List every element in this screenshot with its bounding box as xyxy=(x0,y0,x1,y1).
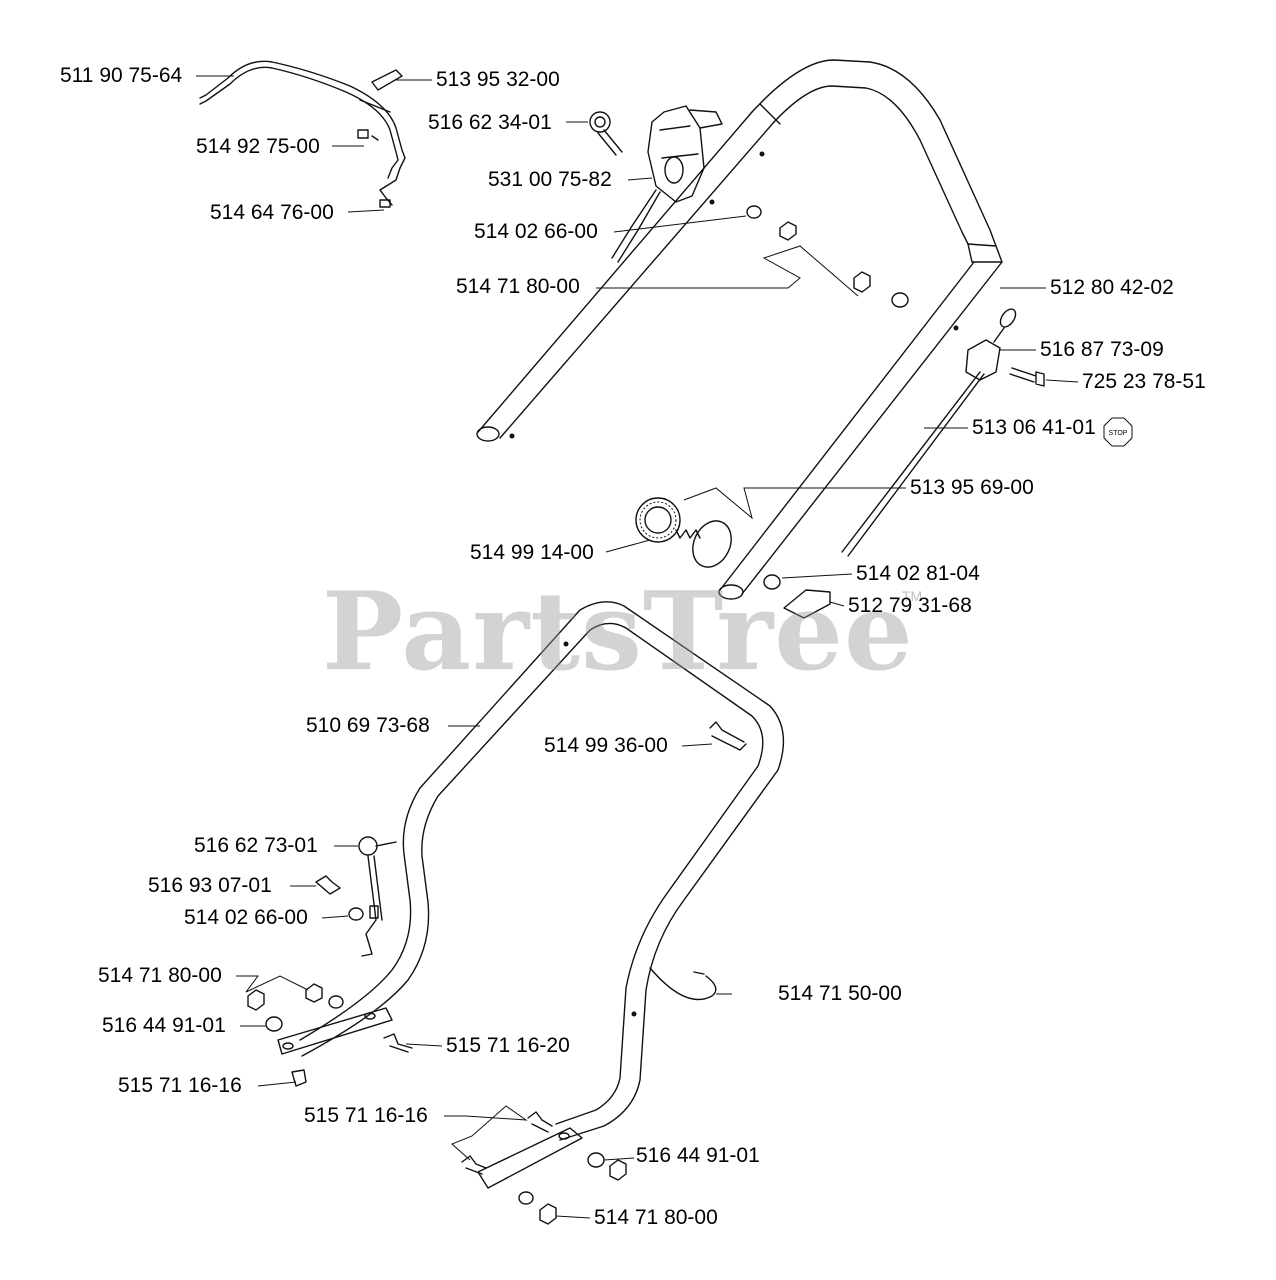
part-label[interactable]: 514 02 81-04 xyxy=(856,562,980,585)
part-label[interactable]: 514 99 36-00 xyxy=(544,734,668,757)
part-label[interactable]: 514 71 80-00 xyxy=(456,275,580,298)
carriage-bolt-part xyxy=(291,1069,307,1087)
spring-part xyxy=(675,529,701,539)
part-label[interactable]: 516 87 73-09 xyxy=(1040,338,1164,361)
carriage-bolt-part xyxy=(383,1033,413,1053)
grip-part xyxy=(371,69,403,91)
part-label[interactable]: 516 44 91-01 xyxy=(102,1014,226,1037)
handle-bracket-part xyxy=(477,1127,583,1189)
carriage-bolt-part xyxy=(461,1155,487,1175)
part-label[interactable]: 514 71 50-00 xyxy=(778,982,902,1005)
washer-part xyxy=(587,1152,605,1168)
part-label[interactable]: 514 02 66-00 xyxy=(474,220,598,243)
handle-bracket-part xyxy=(277,1007,393,1055)
leader-lines xyxy=(196,75,1079,1219)
rod-part xyxy=(358,836,397,957)
part-label[interactable]: 515 71 16-20 xyxy=(446,1034,570,1057)
part-label[interactable]: 514 99 14-00 xyxy=(470,541,594,564)
nut-part xyxy=(305,983,323,1003)
washer-part xyxy=(891,292,909,308)
nut-part xyxy=(779,221,797,241)
part-label[interactable]: 515 71 16-16 xyxy=(118,1074,242,1097)
upper-handle-part xyxy=(476,59,1003,600)
part-label[interactable]: 514 92 75-00 xyxy=(196,135,320,158)
screw-part xyxy=(1009,367,1045,387)
bolt-part xyxy=(315,875,341,895)
part-label[interactable]: 514 71 80-00 xyxy=(98,964,222,987)
part-label[interactable]: 725 23 78-51 xyxy=(1082,370,1206,393)
bolt-part xyxy=(709,721,747,751)
washer-part xyxy=(518,1191,534,1205)
stop-badge: STOP xyxy=(1103,417,1133,447)
part-label[interactable]: 516 44 91-01 xyxy=(636,1144,760,1167)
part-label[interactable]: 516 62 73-01 xyxy=(194,834,318,857)
part-label[interactable]: 514 64 76-00 xyxy=(210,201,334,224)
lower-handle-part xyxy=(299,601,785,1141)
part-label[interactable]: 510 69 73-68 xyxy=(306,714,430,737)
part-label[interactable]: 514 02 66-00 xyxy=(184,906,308,929)
part-label[interactable]: 516 62 34-01 xyxy=(428,111,552,134)
part-label[interactable]: 516 93 07-01 xyxy=(148,874,272,897)
wire-bail-part xyxy=(199,60,406,208)
brake-cable-part xyxy=(841,308,1017,557)
part-label[interactable]: 513 95 69-00 xyxy=(910,476,1034,499)
part-label[interactable]: 512 80 42-02 xyxy=(1050,276,1174,299)
watermark-trademark: TM xyxy=(902,588,923,604)
nut-part xyxy=(853,271,871,293)
cable-clip-part xyxy=(965,339,1001,381)
cable-tie-part xyxy=(649,967,717,1001)
part-label[interactable]: 531 00 75-82 xyxy=(488,168,612,191)
knob-assembly-part xyxy=(635,497,732,568)
nut-part xyxy=(609,1159,627,1181)
nut-part xyxy=(539,1203,557,1225)
part-label[interactable]: 513 06 41-01 xyxy=(972,416,1096,439)
part-label[interactable]: 512 79 31-68 xyxy=(848,594,972,617)
carriage-bolt-part xyxy=(527,1111,553,1133)
part-label[interactable]: 514 71 80-00 xyxy=(594,1206,718,1229)
washer-part xyxy=(763,574,781,590)
part-label[interactable]: 511 90 75-64 xyxy=(60,64,183,87)
eye-bolt-part xyxy=(589,111,623,156)
washer-part xyxy=(265,1016,283,1032)
washer-part xyxy=(348,907,364,921)
part-label[interactable]: 513 95 32-00 xyxy=(436,68,560,91)
watermark: PartsTree xyxy=(322,569,914,695)
throttle-control-part xyxy=(611,105,723,263)
bracket-part xyxy=(783,589,831,619)
washer-part xyxy=(746,205,762,219)
nut-part xyxy=(247,989,265,1011)
part-label[interactable]: 515 71 16-16 xyxy=(304,1104,428,1127)
stop-badge-text: STOP xyxy=(1109,430,1128,437)
washer-part xyxy=(328,995,344,1009)
